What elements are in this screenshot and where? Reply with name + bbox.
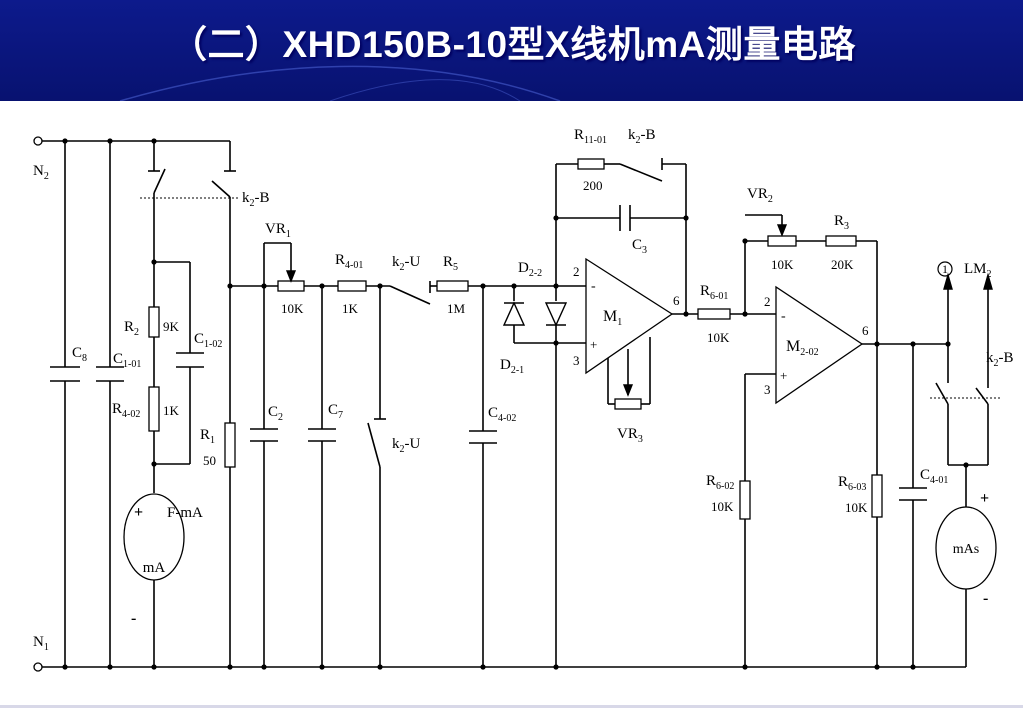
r3-value: 20K [831,257,854,272]
c3-label: C3 [632,237,647,256]
r6-03-value: 10K [845,500,868,515]
banner-decoration [119,65,561,101]
k2b-left-label: k2-B [242,190,270,209]
page-title: （二）XHD150B-10型X线机mA测量电路 [170,24,856,65]
c8-label: C8 [72,345,87,364]
lm-number: 1 [942,262,948,276]
r6-03-label: R6-03 [838,474,866,493]
m2-pin3: 3 [764,382,771,397]
c4-01-label: C4-01 [920,467,948,486]
r4-02-value: 1K [163,403,180,418]
m2-opamp [775,285,864,405]
vr2-value: 10K [771,257,794,272]
r6-01-value: 10K [707,330,730,345]
lm2-label: LM2 [964,261,992,280]
mas-meter [935,506,997,590]
c1-01-label: C1-01 [113,351,141,370]
component-labels: N2 N1 C8 C1-01 C1-02 R2 9K R4-02 1K k2-B… [33,127,1014,653]
r4-01-label: R4-01 [335,252,363,271]
n1-terminal [33,662,43,672]
ma-meter-label: mA [143,560,166,576]
r6-01-resistor [697,308,731,320]
r6-02-resistor [739,480,751,520]
n1-label: N1 [33,634,49,653]
c1-02-label: C1-02 [194,331,222,350]
m2-pin6: 6 [862,323,869,338]
c2-label: C2 [268,404,283,423]
r3-resistor [825,235,857,247]
m2-minus: - [781,309,786,324]
m1-pin6: 6 [673,293,680,308]
ma-meter [123,493,185,581]
d2-1-label: D2-1 [500,357,524,376]
vr3-label: VR3 [617,426,643,445]
k2b-top-label: k2-B [628,127,656,146]
c4-02-label: C4-02 [488,405,516,424]
r1-value: 50 [203,453,216,468]
k2u-bottom-label: k2-U [392,436,420,455]
ma-measurement-circuit-diagram: N2 N1 C8 C1-01 C1-02 R2 9K R4-02 1K k2-B… [33,127,1014,672]
r5-label: R5 [443,254,458,273]
lm-number-circle [937,261,953,277]
capacitors [50,205,927,501]
r2-label: R2 [124,319,139,338]
n2-label: N2 [33,163,49,182]
r2-resistor [148,306,160,338]
r6-01-label: R6-01 [700,283,728,302]
r2-value: 9K [163,319,180,334]
junction-dots [62,138,969,670]
components [33,136,997,672]
ma-minus: - [131,610,136,627]
m1-opamp [585,257,674,375]
k2u-top-label: k2-U [392,254,420,273]
fma-label: F-mA [167,505,203,521]
r1-label: R1 [200,427,215,446]
ma-plus: + [134,504,143,521]
r4-02-resistor [148,386,160,432]
m1-label: M1 [603,308,622,328]
mas-meter-label: mAs [953,542,979,557]
vr1-label: VR1 [265,221,291,240]
circuit-wires [42,140,989,668]
vr1-value: 10K [281,301,304,316]
d2-2-label: D2-2 [518,260,542,279]
mas-plus: + [980,490,989,507]
r4-01-value: 1K [342,301,359,316]
footer-divider [0,705,1023,708]
r11-01-label: R11-01 [574,127,607,146]
m1-pin2: 2 [573,264,580,279]
m1-minus: - [591,279,596,294]
r11-01-resistor [577,158,605,170]
m1-plus: + [590,337,597,352]
r4-01-resistor [337,280,367,292]
m1-pin3: 3 [573,353,580,368]
r6-02-label: R6-02 [706,473,734,492]
m2-pin2: 2 [764,294,771,309]
r6-03-resistor [871,474,883,518]
r1-resistor [224,422,236,468]
vr2-potentiometer [767,235,797,247]
c7-label: C7 [328,402,343,421]
vr2-label: VR2 [747,186,773,205]
vr3-potentiometer [614,398,642,410]
m2-label: M2-02 [786,338,819,358]
r5-value: 1M [447,301,466,316]
r4-02-label: R4-02 [112,401,140,420]
k2b-right-label: k2-B [986,350,1014,369]
switches [140,158,1000,468]
r6-02-value: 10K [711,499,734,514]
n2-terminal [33,136,43,146]
m2-plus: + [780,368,787,383]
title-banner: （二）XHD150B-10型X线机mA测量电路 [0,0,1023,101]
r11-01-value: 200 [583,178,603,193]
arrows-and-diodes [285,224,993,397]
r5-resistor [436,280,469,292]
mas-minus: - [983,590,988,607]
r3-label: R3 [834,213,849,232]
